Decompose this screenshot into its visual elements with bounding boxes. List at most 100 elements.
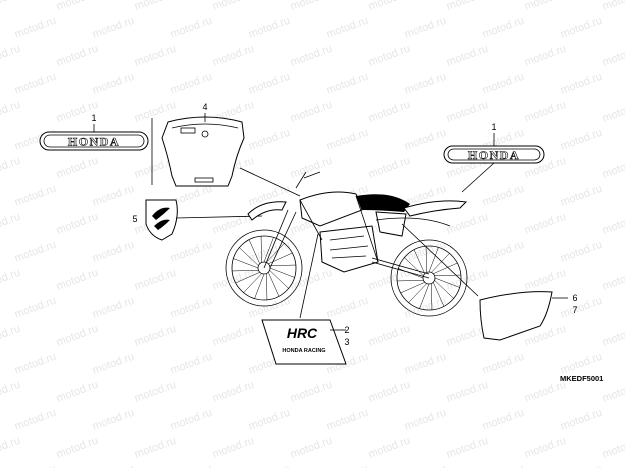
watermark-text: motod.ru bbox=[559, 15, 604, 41]
watermark-text: motod.ru bbox=[211, 435, 256, 461]
watermark-text: motod.ru bbox=[559, 407, 604, 433]
watermark-text: motod.ru bbox=[445, 435, 490, 461]
watermark-text: motod.ru bbox=[0, 99, 22, 125]
watermark-text: motod.ru bbox=[133, 323, 178, 349]
watermark-text: motod.ru bbox=[481, 239, 526, 265]
watermark-text: motod.ru bbox=[523, 435, 568, 461]
watermark-text: motod.ru bbox=[601, 435, 625, 461]
watermark-text: motod.ru bbox=[445, 43, 490, 69]
watermark-text: motod.ru bbox=[289, 43, 334, 69]
watermark-text: motod.ru bbox=[325, 71, 370, 97]
watermark-text: motod.ru bbox=[523, 267, 568, 293]
honda-wordmark-decal-right: HONDA bbox=[443, 145, 545, 164]
wheel-spoke bbox=[254, 273, 265, 299]
wheel-spoke bbox=[263, 237, 274, 263]
watermark-text: motod.ru bbox=[0, 435, 22, 461]
watermark-text: motod.ru bbox=[601, 99, 625, 125]
side-number-plate-decal bbox=[479, 291, 553, 341]
wheel-spoke bbox=[431, 283, 433, 310]
watermark-text: motod.ru bbox=[55, 0, 100, 13]
callout-3: 3 bbox=[344, 337, 349, 347]
watermark-text: motod.ru bbox=[367, 155, 412, 181]
wing-emblem-decal bbox=[145, 199, 178, 241]
watermark-text: motod.ru bbox=[133, 0, 178, 13]
watermark-text: motod.ru bbox=[211, 0, 256, 13]
wheel-spoke bbox=[433, 262, 458, 274]
watermark-text: motod.ru bbox=[403, 127, 448, 153]
wheel-spoke bbox=[239, 247, 259, 266]
watermark-text: motod.ru bbox=[481, 351, 526, 377]
hrc-logo-text: HRC bbox=[287, 325, 318, 341]
watermark-text: motod.ru bbox=[211, 379, 256, 405]
watermark-text: motod.ru bbox=[289, 435, 334, 461]
watermark-text: motod.ru bbox=[169, 295, 214, 321]
watermark-text: motod.ru bbox=[367, 267, 412, 293]
callout-7: 7 bbox=[572, 305, 577, 315]
wheel-spoke bbox=[434, 277, 460, 288]
hrc-sub-text: HONDA RACING bbox=[282, 348, 325, 354]
watermark-text: motod.ru bbox=[91, 351, 136, 377]
watermark-text: motod.ru bbox=[91, 71, 136, 97]
watermark-text: motod.ru bbox=[0, 379, 22, 405]
watermark-text: motod.ru bbox=[559, 71, 604, 97]
watermark-text: motod.ru bbox=[13, 239, 58, 265]
watermark-text: motod.ru bbox=[445, 0, 490, 13]
watermark-text: motod.ru bbox=[481, 71, 526, 97]
callout-4: 4 bbox=[202, 102, 207, 112]
watermark-text: motod.ru bbox=[0, 211, 22, 237]
watermark-text: motod.ru bbox=[13, 463, 58, 468]
honda-wordmark-right-text: HONDA bbox=[468, 148, 520, 162]
watermark-text: motod.ru bbox=[367, 323, 412, 349]
watermark-text: motod.ru bbox=[169, 351, 214, 377]
watermark-text: motod.ru bbox=[325, 295, 370, 321]
watermark-text: motod.ru bbox=[325, 407, 370, 433]
watermark-text: motod.ru bbox=[403, 15, 448, 41]
wheel-spoke bbox=[268, 272, 280, 297]
watermark-text: motod.ru bbox=[55, 435, 100, 461]
watermark-text: motod.ru bbox=[559, 127, 604, 153]
watermark-text: motod.ru bbox=[523, 0, 568, 13]
wheel-spoke bbox=[266, 273, 268, 300]
wheel-spoke bbox=[266, 243, 285, 263]
watermark-text: motod.ru bbox=[0, 267, 22, 293]
watermark-text: motod.ru bbox=[211, 43, 256, 69]
wheel-spoke bbox=[413, 249, 425, 274]
wheel-spoke bbox=[232, 270, 259, 272]
watermark-text: motod.ru bbox=[91, 239, 136, 265]
wheel-spoke bbox=[419, 283, 430, 309]
wheel-spoke bbox=[408, 283, 427, 303]
watermark-text: motod.ru bbox=[325, 15, 370, 41]
watermark-text: motod.ru bbox=[247, 407, 292, 433]
watermark-text: motod.ru bbox=[559, 351, 604, 377]
watermark-text: motod.ru bbox=[0, 0, 22, 13]
watermark-text: motod.ru bbox=[0, 323, 22, 349]
watermark-text: motod.ru bbox=[169, 407, 214, 433]
watermark-text: motod.ru bbox=[403, 407, 448, 433]
watermark-text: motod.ru bbox=[13, 295, 58, 321]
callout-1-left: 1 bbox=[91, 113, 96, 123]
hrc-decal: HRC HONDA RACING bbox=[261, 319, 347, 365]
watermark-text: motod.ru bbox=[325, 463, 370, 468]
wheel-spoke bbox=[397, 280, 424, 282]
wheel-spoke bbox=[268, 252, 293, 264]
motorcycle-illustration bbox=[225, 171, 468, 317]
wheel-spoke bbox=[400, 282, 425, 294]
watermark-text: motod.ru bbox=[247, 71, 292, 97]
watermark-text: motod.ru bbox=[91, 407, 136, 433]
callout-2: 2 bbox=[344, 325, 349, 335]
watermark-text: motod.ru bbox=[55, 43, 100, 69]
honda-wordmark-decal-left: HONDA bbox=[39, 131, 149, 151]
wheel-spoke bbox=[235, 272, 260, 284]
watermark-text: motod.ru bbox=[13, 407, 58, 433]
wheel-spoke bbox=[260, 236, 262, 263]
wheel-spoke bbox=[269, 267, 295, 278]
watermark-text: motod.ru bbox=[169, 463, 214, 468]
watermark-text: motod.ru bbox=[133, 267, 178, 293]
watermark-text: motod.ru bbox=[601, 0, 625, 13]
watermark-text: motod.ru bbox=[601, 267, 625, 293]
watermark-text: motod.ru bbox=[559, 183, 604, 209]
wheel-spoke bbox=[269, 270, 289, 289]
wheel-spoke bbox=[404, 257, 424, 276]
